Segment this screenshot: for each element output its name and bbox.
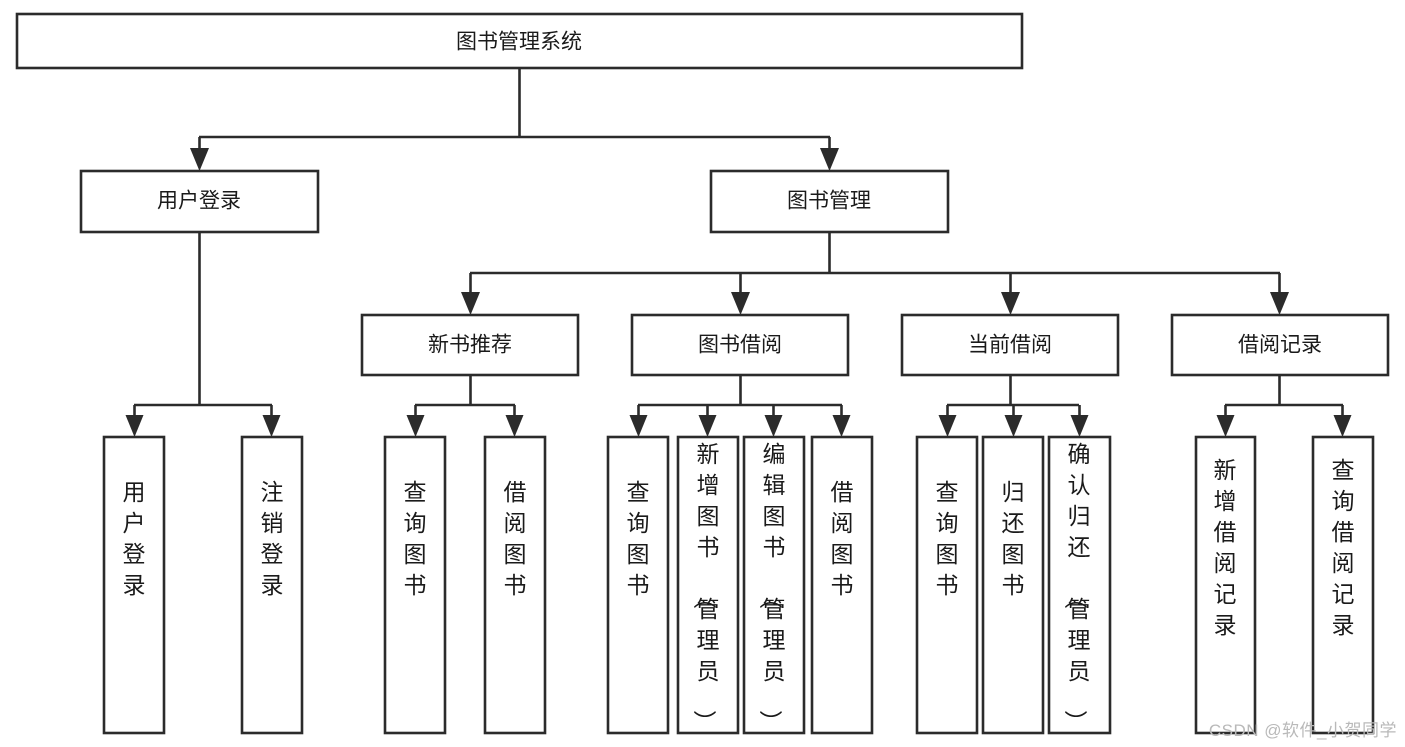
node-borrow-record-box[interactable] (1170, 313, 1390, 377)
node-leaf-query-book-2-label: 查询图书 (627, 479, 650, 598)
node-leaf-user-login[interactable]: 用户登录 (102, 435, 166, 735)
node-book-manage-label: 图书管理 (787, 190, 871, 213)
csdn-watermark: CSDN @软件_小贺同学 (1208, 721, 1397, 740)
node-leaf-query-record-box[interactable] (1311, 435, 1375, 735)
connector-group-book-borrow-to-leaves (629, 375, 851, 437)
node-book-manage-box[interactable] (709, 169, 950, 234)
node-leaf-user-login-box[interactable] (102, 435, 166, 735)
arrow-head-borrow-record (1270, 292, 1289, 315)
node-leaf-add-record-box[interactable] (1194, 435, 1257, 735)
node-user-login-box[interactable] (79, 169, 320, 234)
node-leaf-logout-label: 注销登录 (261, 479, 284, 598)
node-leaf-borrow-book-2[interactable]: 借阅图书 (810, 435, 874, 735)
node-leaf-confirm-return[interactable]: 确认归还（管理员） (1047, 435, 1112, 735)
node-book-borrow-label: 图书借阅 (698, 334, 782, 357)
connector-group-book-manage-to-level3 (461, 232, 1289, 315)
node-leaf-query-book-1[interactable]: 查询图书 (383, 435, 447, 735)
arrow-head-leaf-return-book (1004, 415, 1023, 437)
arrow-head-leaf-borrow-book-2 (832, 415, 851, 437)
node-new-book-recommend-box[interactable] (360, 313, 580, 377)
node-leaf-user-login-label: 用户登录 (123, 479, 146, 598)
arrow-head-leaf-edit-book (764, 415, 783, 437)
node-leaf-query-record-label: 查询借阅记录 (1332, 457, 1355, 638)
node-current-borrow[interactable]: 当前借阅 (900, 313, 1120, 377)
node-user-login-label: 用户登录 (157, 190, 241, 213)
arrow-head-book-borrow (731, 292, 750, 315)
arrow-head-leaf-confirm-return (1070, 415, 1089, 437)
node-leaf-query-book-3[interactable]: 查询图书 (915, 435, 979, 735)
node-leaf-add-book-label: 新增图书（管理员） (692, 441, 720, 733)
node-leaf-add-record-label: 新增借阅记录 (1214, 457, 1237, 638)
arrow-head-leaf-add-record (1216, 415, 1235, 437)
arrow-head-current-borrow (1001, 292, 1020, 315)
node-leaf-query-book-3-box[interactable] (915, 435, 979, 735)
node-current-borrow-box[interactable] (900, 313, 1120, 377)
arrow-head-leaf-user-login (125, 415, 144, 437)
arrow-head-leaf-add-book (698, 415, 717, 437)
arrow-head-leaf-logout (262, 415, 281, 437)
connector-group-new-book-recommend-to-leaves (406, 375, 524, 437)
node-user-login[interactable]: 用户登录 (79, 169, 320, 234)
node-leaf-add-record[interactable]: 新增借阅记录 (1194, 435, 1257, 735)
node-leaf-logout[interactable]: 注销登录 (240, 435, 304, 735)
node-leaf-query-book-1-label: 查询图书 (404, 479, 427, 598)
node-leaf-add-book[interactable]: 新增图书（管理员） (676, 435, 740, 735)
node-leaf-edit-book[interactable]: 编辑图书（管理员） (742, 435, 806, 735)
node-borrow-record[interactable]: 借阅记录 (1170, 313, 1390, 377)
node-root[interactable]: 图书管理系统 (15, 12, 1024, 70)
node-leaf-borrow-book-2-label: 借阅图书 (831, 479, 854, 598)
arrow-head-leaf-query-book-2 (629, 415, 648, 437)
node-book-manage[interactable]: 图书管理 (709, 169, 950, 234)
node-leaf-confirm-return-box[interactable] (1047, 435, 1112, 735)
node-leaf-confirm-return-label: 确认归还（管理员） (1063, 441, 1091, 733)
node-leaf-add-book-box[interactable] (676, 435, 740, 735)
connector-group-root-to-level2 (190, 68, 839, 171)
node-new-book-recommend[interactable]: 新书推荐 (360, 313, 580, 377)
node-leaf-query-book-2-box[interactable] (606, 435, 670, 735)
node-leaf-query-book-2[interactable]: 查询图书 (606, 435, 670, 735)
node-borrow-record-label: 借阅记录 (1238, 334, 1322, 357)
node-leaf-return-book-label: 归还图书 (1002, 479, 1025, 598)
node-book-borrow-box[interactable] (630, 313, 850, 377)
node-leaf-edit-book-label: 编辑图书（管理员） (758, 441, 786, 733)
node-leaf-borrow-book-2-box[interactable] (810, 435, 874, 735)
arrow-head-leaf-query-book-1 (406, 415, 425, 437)
node-leaf-borrow-book-1[interactable]: 借阅图书 (483, 435, 547, 735)
node-book-borrow[interactable]: 图书借阅 (630, 313, 850, 377)
arrow-head-user-login (190, 148, 209, 171)
node-root-box[interactable] (15, 12, 1024, 70)
node-leaf-borrow-book-1-box[interactable] (483, 435, 547, 735)
arrow-head-book-manage (820, 148, 839, 171)
connector-group-current-borrow-to-leaves (938, 375, 1089, 437)
node-leaf-query-book-3-label: 查询图书 (936, 479, 959, 598)
node-leaf-query-book-1-box[interactable] (383, 435, 447, 735)
node-leaf-return-book-box[interactable] (981, 435, 1045, 735)
arrow-head-leaf-query-book-3 (938, 415, 957, 437)
connector-group-borrow-record-to-leaves (1216, 375, 1352, 437)
node-leaf-borrow-book-1-label: 借阅图书 (504, 479, 527, 598)
arrow-head-leaf-borrow-book-1 (505, 415, 524, 437)
connector-group-user-login-to-leaves (125, 232, 281, 437)
node-new-book-recommend-label: 新书推荐 (428, 334, 512, 357)
node-current-borrow-label: 当前借阅 (968, 334, 1052, 357)
arrow-head-leaf-query-record (1333, 415, 1352, 437)
node-leaf-return-book[interactable]: 归还图书 (981, 435, 1045, 735)
node-leaf-logout-box[interactable] (240, 435, 304, 735)
node-leaf-query-record[interactable]: 查询借阅记录 (1311, 435, 1375, 735)
arrow-head-new-book-recommend (461, 292, 480, 315)
node-root-label: 图书管理系统 (456, 31, 582, 54)
node-leaf-edit-book-box[interactable] (742, 435, 806, 735)
